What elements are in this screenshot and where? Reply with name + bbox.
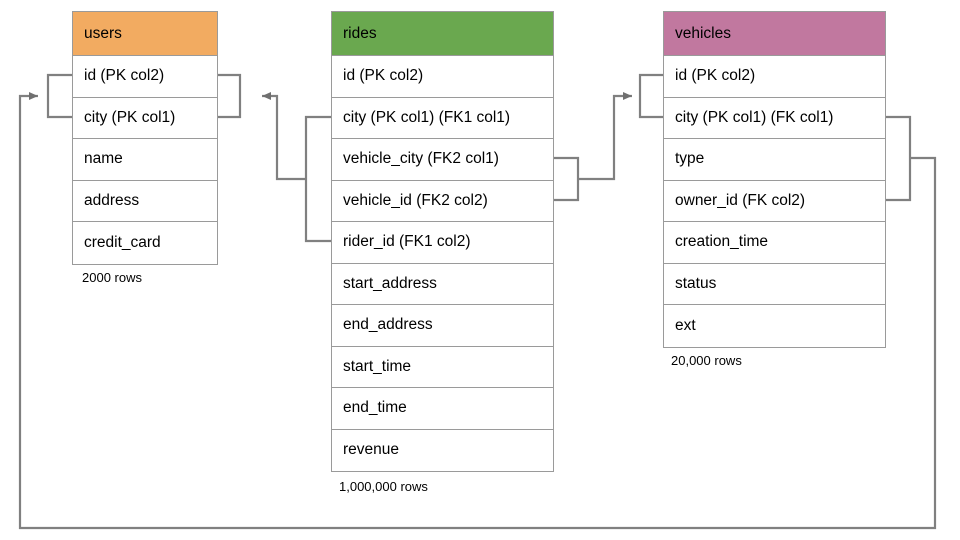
table-vehicles-column-type[interactable]: type xyxy=(664,139,885,181)
table-rides-column-rider-id[interactable]: rider_id (FK1 col2) xyxy=(332,222,553,264)
table-rides-column-end-address[interactable]: end_address xyxy=(332,305,553,347)
table-vehicles-row-count: 20,000 rows xyxy=(671,353,742,368)
table-rides-header: rides xyxy=(332,12,553,56)
table-users-row-count: 2000 rows xyxy=(82,270,142,285)
table-vehicles-header: vehicles xyxy=(664,12,885,56)
table-vehicles-column-ext[interactable]: ext xyxy=(664,305,885,347)
table-rides-column-vehicle-id[interactable]: vehicle_id (FK2 col2) xyxy=(332,180,553,222)
table-vehicles-column-city[interactable]: city (PK col1) (FK col1) xyxy=(664,97,885,139)
connector-users-right-bracket xyxy=(218,73,242,119)
table-rides-column-revenue[interactable]: revenue xyxy=(332,429,553,471)
connector-fk1-rides-to-users xyxy=(262,92,306,181)
table-users-column-id[interactable]: id (PK col2) xyxy=(73,56,217,98)
table-rides-column-city[interactable]: city (PK col1) (FK1 col1) xyxy=(332,97,553,139)
table-users-column-city[interactable]: city (PK col1) xyxy=(73,97,217,139)
table-rides-column-id[interactable]: id (PK col2) xyxy=(332,56,553,98)
table-vehicles-column-id[interactable]: id (PK col2) xyxy=(664,56,885,98)
connector-users-left-bracket xyxy=(46,73,72,119)
connector-fk2-rides-to-vehicles xyxy=(578,92,632,181)
table-users-column-address[interactable]: address xyxy=(73,180,217,222)
connector-rides-fk2-bracket xyxy=(554,156,580,202)
table-rides[interactable]: rides id (PK col2) city (PK col1) (FK1 c… xyxy=(331,11,554,472)
connector-rides-fk1-bracket xyxy=(304,115,331,243)
table-rides-column-end-time[interactable]: end_time xyxy=(332,388,553,430)
table-vehicles-column-creation-time[interactable]: creation_time xyxy=(664,222,885,264)
table-rides-column-vehicle-city[interactable]: vehicle_city (FK2 col1) xyxy=(332,139,553,181)
table-users-column-credit-card[interactable]: credit_card xyxy=(73,222,217,264)
table-vehicles[interactable]: vehicles id (PK col2) city (PK col1) (FK… xyxy=(663,11,886,348)
table-users-header: users xyxy=(73,12,217,56)
table-rides-column-start-time[interactable]: start_time xyxy=(332,346,553,388)
table-rides-row-count: 1,000,000 rows xyxy=(339,479,428,494)
table-users[interactable]: users id (PK col2) city (PK col1) name a… xyxy=(72,11,218,265)
connector-vehicles-left-bracket xyxy=(638,73,663,119)
table-vehicles-column-owner-id[interactable]: owner_id (FK col2) xyxy=(664,180,885,222)
table-rides-column-start-address[interactable]: start_address xyxy=(332,263,553,305)
table-users-column-name[interactable]: name xyxy=(73,139,217,181)
connector-vehicles-fk-bracket xyxy=(886,115,912,202)
table-vehicles-column-status[interactable]: status xyxy=(664,263,885,305)
